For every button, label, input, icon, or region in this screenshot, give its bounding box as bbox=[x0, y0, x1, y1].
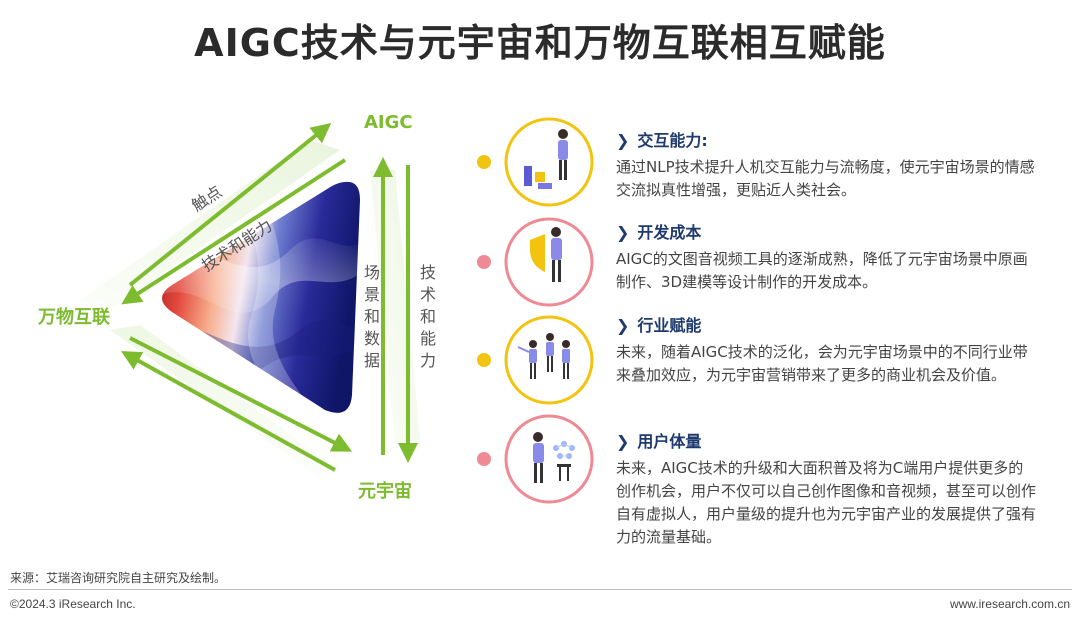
feature-heading: 开发成本 bbox=[637, 223, 702, 242]
icon-circle-1 bbox=[504, 117, 594, 207]
website-link[interactable]: www.iresearch.com.cn bbox=[949, 597, 1070, 611]
feature-heading: 交互能力: bbox=[637, 131, 708, 150]
footer-divider bbox=[8, 589, 1072, 590]
person-with-shield-icon bbox=[530, 227, 562, 282]
feature-text: AIGC的文图音视频工具的逐渐成熟，降低了元宇宙场景中原画制作、3D建模等设计制… bbox=[616, 250, 1028, 291]
copyright: ©2024.3 iResearch Inc. bbox=[10, 597, 136, 611]
icon-circle-4 bbox=[504, 414, 594, 504]
page-title: AIGC技术与元宇宙和万物互联相互赋能 bbox=[194, 21, 886, 65]
feature-text: 未来，AIGC技术的升级和大面积普及将为C端用户提供更多的创作机会，用户不仅可以… bbox=[616, 459, 1037, 546]
node-metaverse: 元宇宙 bbox=[358, 481, 412, 502]
chevron-right-icon: ❯ bbox=[616, 223, 630, 242]
arrow-metaverse-to-iot bbox=[121, 351, 336, 472]
feature-industry: ❯ 行业赋能 未来，随着AIGC技术的泛化，会为元宇宙场景中的不同行业带来叠加效应… bbox=[616, 312, 1036, 387]
feature-text: 未来，随着AIGC技术的泛化，会为元宇宙场景中的不同行业带来叠加效应，为元宇宙营… bbox=[616, 343, 1028, 384]
arrow-iot-to-metaverse bbox=[129, 336, 353, 452]
feature-heading: 用户体量 bbox=[637, 432, 702, 451]
chevron-right-icon: ❯ bbox=[616, 316, 630, 335]
node-aigc: AIGC bbox=[364, 112, 413, 133]
arrow-iot-to-aigc bbox=[128, 122, 332, 287]
edge-label-tech-ability-right: 技术和能力 bbox=[419, 263, 436, 370]
edge-label-scene-data: 场景和数据 bbox=[363, 263, 380, 370]
icon-circle-2 bbox=[504, 217, 594, 307]
feature-user-volume: ❯ 用户体量 未来，AIGC技术的升级和大面积普及将为C端用户提供更多的创作机会，… bbox=[616, 428, 1036, 549]
chevron-right-icon: ❯ bbox=[616, 432, 630, 451]
feature-text: 通过NLP技术提升人机交互能力与流畅度，使元宇宙场景的情感交流拟真性增强，更贴近… bbox=[616, 158, 1035, 199]
feature-dev-cost: ❯ 开发成本 AIGC的文图音视频工具的逐渐成熟，降低了元宇宙场景中原画制作、3D… bbox=[616, 219, 1036, 294]
group-of-people-icon bbox=[517, 333, 570, 379]
bullet-dot-4 bbox=[477, 452, 491, 466]
bullet-dot-1 bbox=[477, 155, 491, 169]
person-with-blocks-icon bbox=[524, 129, 568, 189]
person-with-network-icon bbox=[533, 432, 575, 483]
source-note: 来源：艾瑞咨询研究院自主研究及绘制。 bbox=[10, 571, 227, 585]
feature-interaction: ❯ 交互能力: 通过NLP技术提升人机交互能力与流畅度，使元宇宙场景的情感交流拟真… bbox=[616, 127, 1036, 202]
chevron-right-icon: ❯ bbox=[616, 131, 630, 150]
bullet-dot-3 bbox=[477, 353, 491, 367]
feature-heading: 行业赋能 bbox=[637, 316, 702, 335]
bullet-dot-2 bbox=[477, 255, 491, 269]
arrow-aigc-to-iot bbox=[121, 158, 347, 305]
node-iot: 万物互联 bbox=[38, 307, 110, 328]
